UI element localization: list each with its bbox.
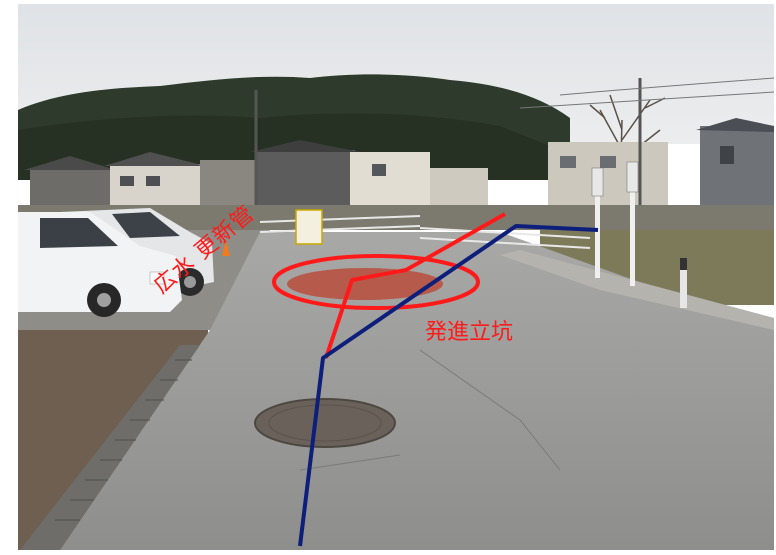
road [60, 232, 774, 550]
gutter-grate [55, 359, 192, 521]
power-lines [519, 77, 775, 109]
launch-shaft-plate [287, 268, 443, 300]
work-signboard [295, 209, 323, 245]
renewal-pipe-route-line [324, 212, 506, 359]
road-cracks [299, 349, 561, 471]
launch-shaft-label: 発進立坑 [425, 320, 514, 345]
right-curb [500, 250, 774, 330]
houses [24, 118, 774, 210]
parked-car-front [18, 212, 182, 317]
sign-posts [591, 161, 687, 308]
drainage-gutter [20, 345, 200, 550]
existing-pipe-route-line [298, 224, 599, 547]
manhole-cover [254, 398, 396, 448]
shaft-highlight-ellipse [272, 254, 480, 310]
traffic-cone [222, 240, 230, 256]
